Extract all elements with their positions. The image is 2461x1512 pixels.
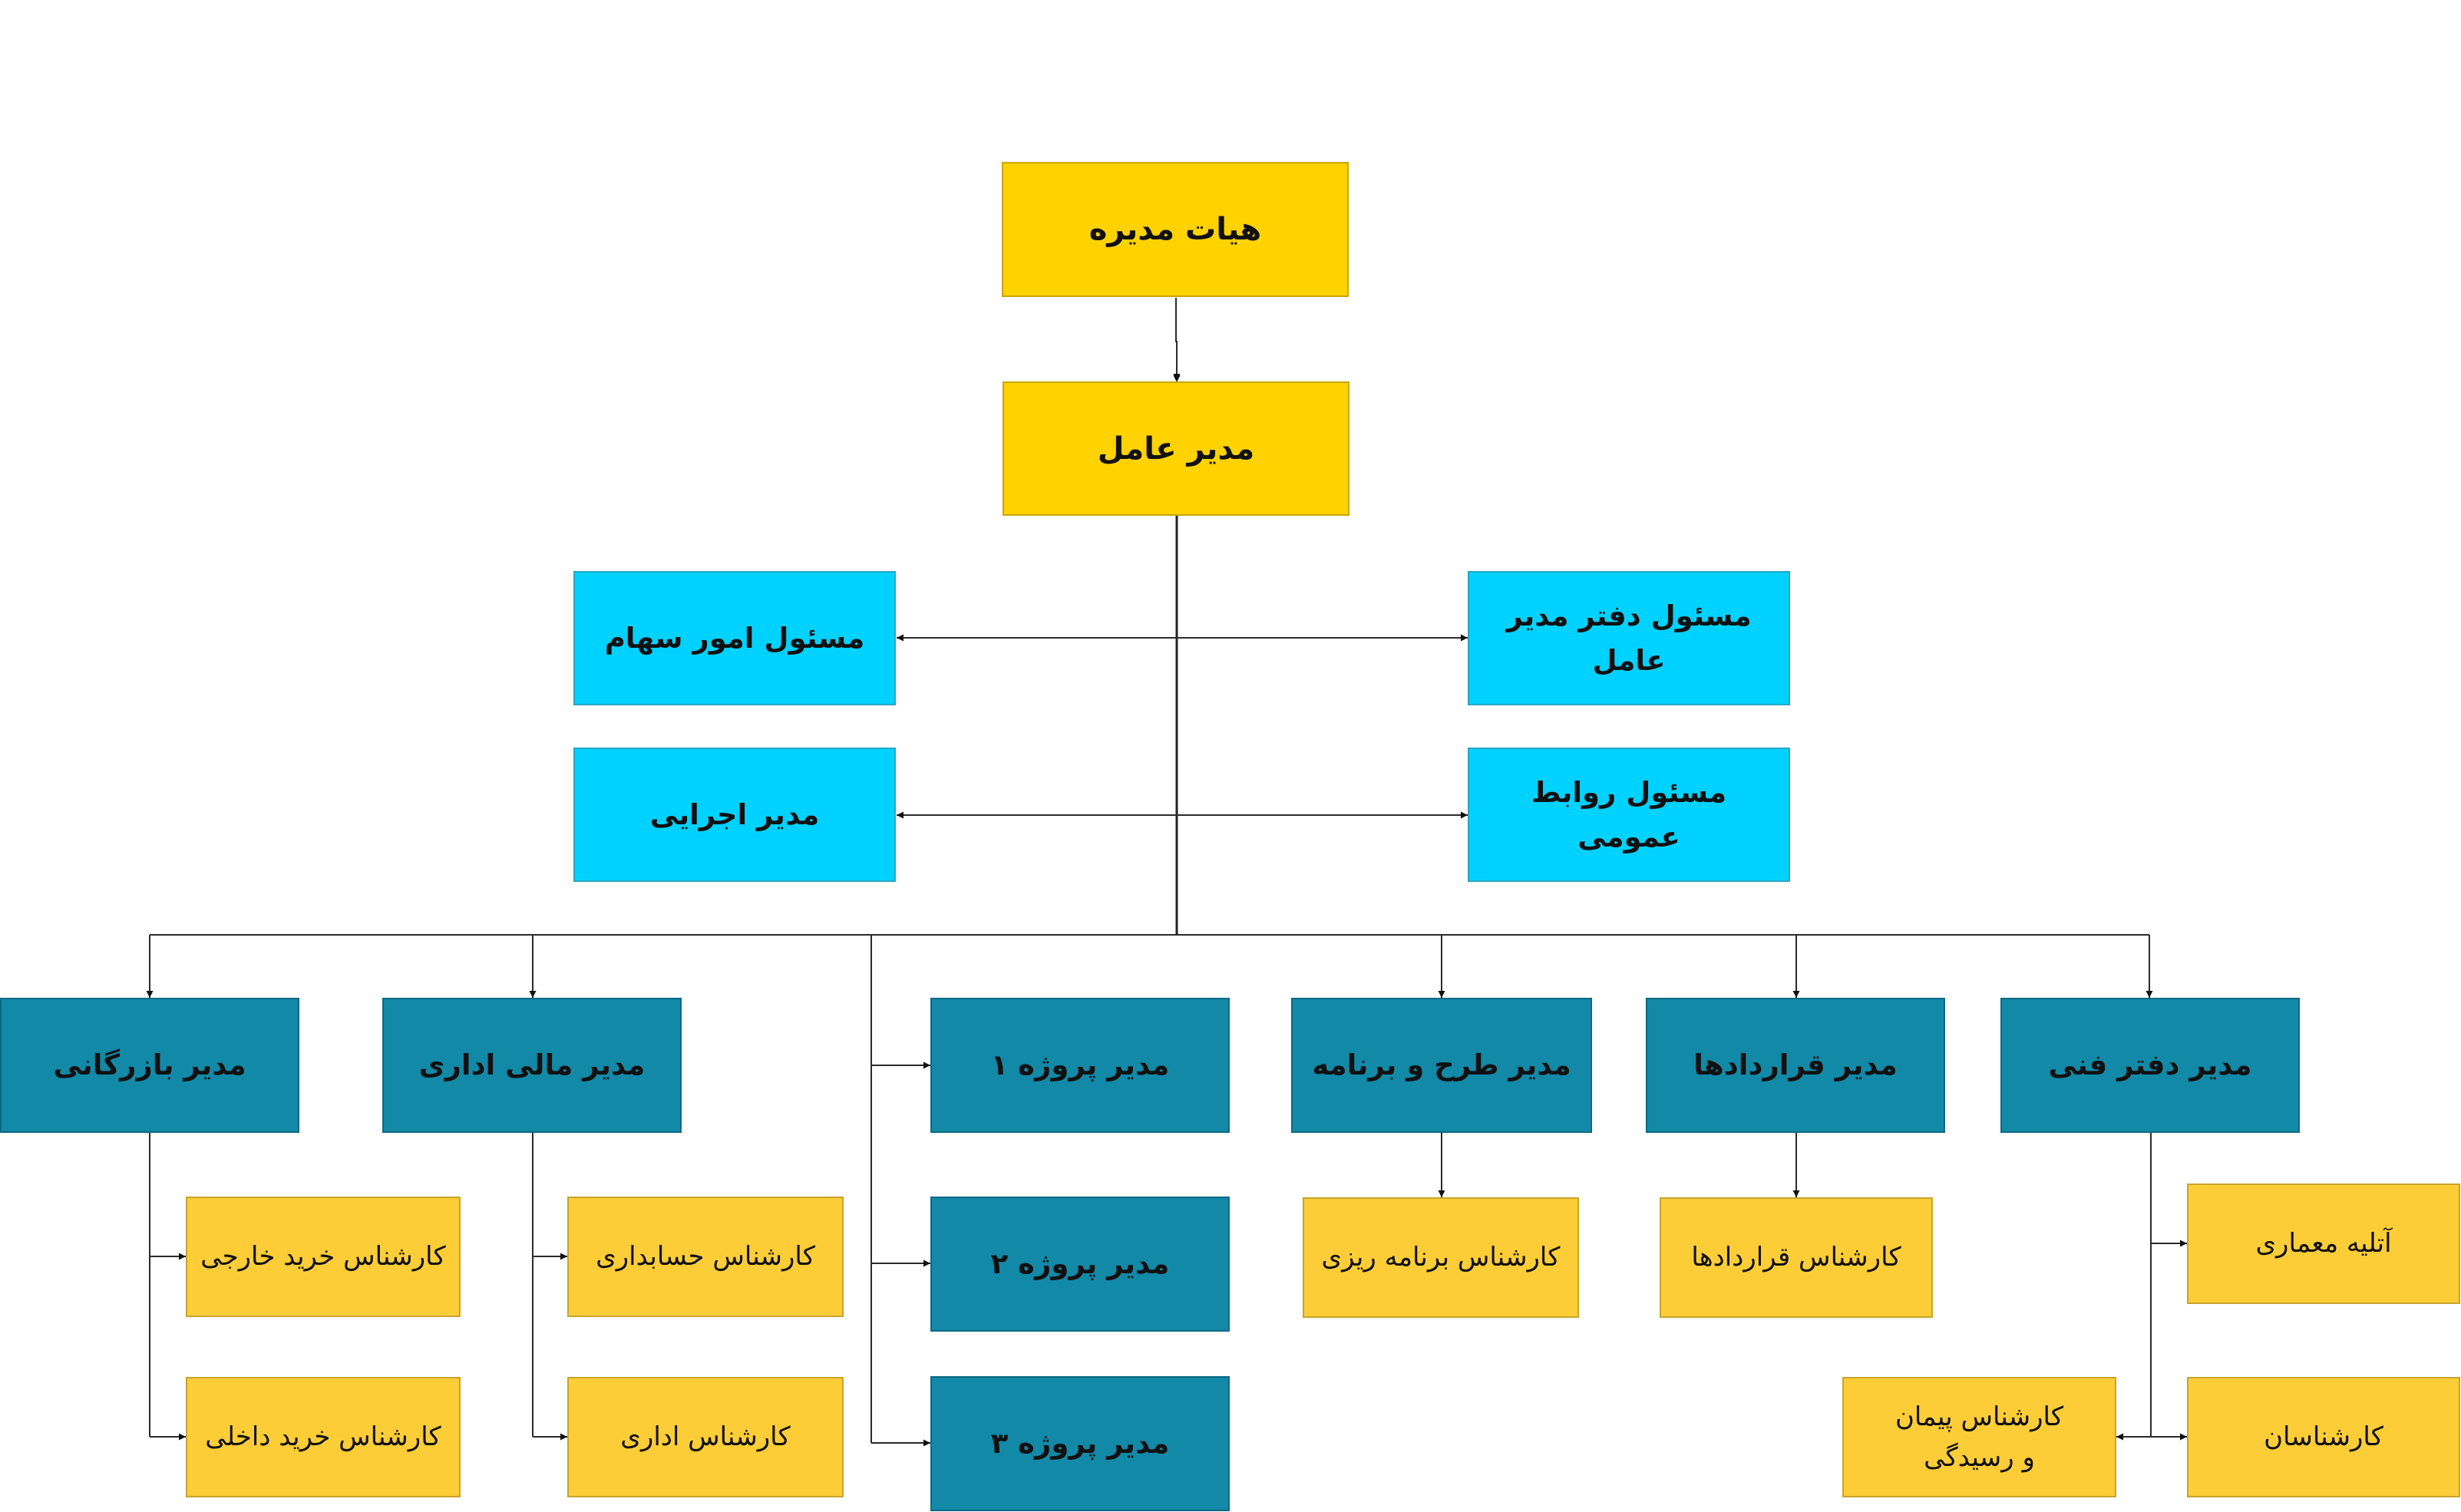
node-planning-expert: کارشناس برنامه ریزی	[1303, 1197, 1579, 1318]
node-ceo: مدیر عامل	[1003, 381, 1349, 516]
node-domestic-purchase: کارشناس خرید داخلی	[186, 1377, 461, 1497]
node-proj1: مدیر پروژه ۱	[930, 998, 1230, 1133]
connector-board-ceo	[1173, 298, 1181, 381]
node-accounting: کارشناس حسابداری	[567, 1197, 844, 1317]
node-experts: کارشناسان	[2187, 1377, 2460, 1497]
node-foreign-purchase: کارشناس خرید خارجی	[186, 1197, 461, 1317]
node-finance: مدیر مالی اداری	[382, 998, 682, 1133]
node-planning: مدیر طرح و برنامه	[1291, 998, 1592, 1133]
node-marketing: مدیر بازرگانی	[0, 998, 299, 1133]
node-proj3: مدیر پروژه ۳	[930, 1376, 1230, 1511]
node-board: هیات مدیره	[1002, 162, 1349, 297]
node-shares: مسئول امور سهام	[573, 571, 896, 705]
node-tech-office: مدیر دفتر فنی	[2000, 998, 2300, 1133]
node-ceo-office: مسئول دفتر مدیر عامل	[1468, 571, 1790, 705]
node-contracts-expert: کارشناس قراردادها	[1660, 1197, 1933, 1318]
node-contracts: مدیر قراردادها	[1646, 998, 1945, 1133]
node-proj2: مدیر پروژه ۲	[930, 1197, 1230, 1332]
node-exec: مدیر اجرایی	[573, 748, 896, 882]
node-architecture: آتلیه معماری	[2187, 1184, 2460, 1304]
node-pr: مسئول روابط عمومی	[1468, 748, 1790, 882]
node-admin-expert: کارشناس اداری	[567, 1377, 844, 1497]
node-contract-survey: کارشناس پیمان و رسیدگی	[1842, 1377, 2116, 1497]
